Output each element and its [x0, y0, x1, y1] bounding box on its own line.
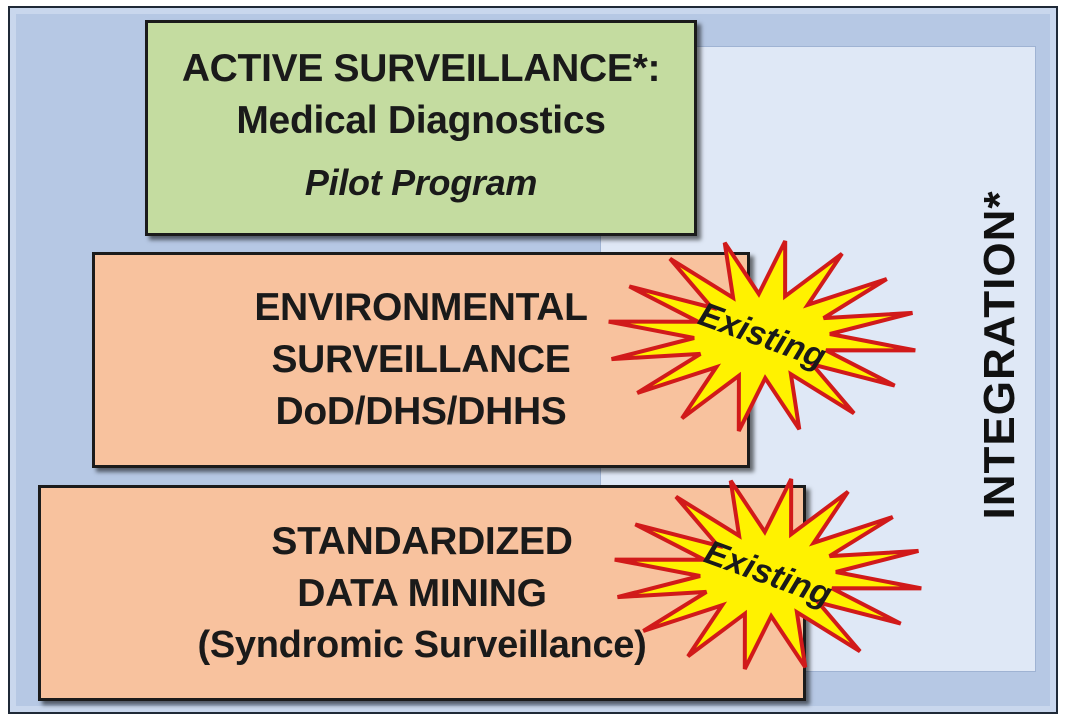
tier-active-surveillance-title: ACTIVE SURVEILLANCE*:: [181, 47, 661, 91]
existing-starburst-data-mining: Existing: [608, 474, 928, 674]
tier-environmental-line-2: SURVEILLANCE: [271, 338, 571, 382]
starburst-shape: [608, 240, 916, 432]
tier-data-mining-line-1: STANDARDIZED: [271, 519, 573, 563]
starburst-shape: [614, 478, 922, 670]
tier-data-mining-line-2: DATA MINING: [297, 571, 547, 615]
tier-environmental-line-3: DoD/DHS/DHHS: [275, 389, 567, 433]
tier-data-mining-line-3: (Syndromic Surveillance): [197, 623, 647, 666]
tier-environmental-line-1: ENVIRONMENTAL: [254, 286, 588, 330]
starburst-icon: [614, 478, 922, 670]
tier-active-surveillance-subtitle: Medical Diagnostics: [236, 99, 606, 143]
tier-active-surveillance-note: Pilot Program: [304, 161, 538, 203]
integration-label: INTEGRATION*: [975, 190, 1024, 520]
tier-active-surveillance: ACTIVE SURVEILLANCE*: Medical Diagnostic…: [145, 20, 697, 236]
existing-starburst-environmental: Existing: [602, 236, 922, 436]
starburst-icon: [608, 240, 916, 432]
tier-environmental-surveillance: ENVIRONMENTAL SURVEILLANCE DoD/DHS/DHHS: [92, 252, 750, 468]
